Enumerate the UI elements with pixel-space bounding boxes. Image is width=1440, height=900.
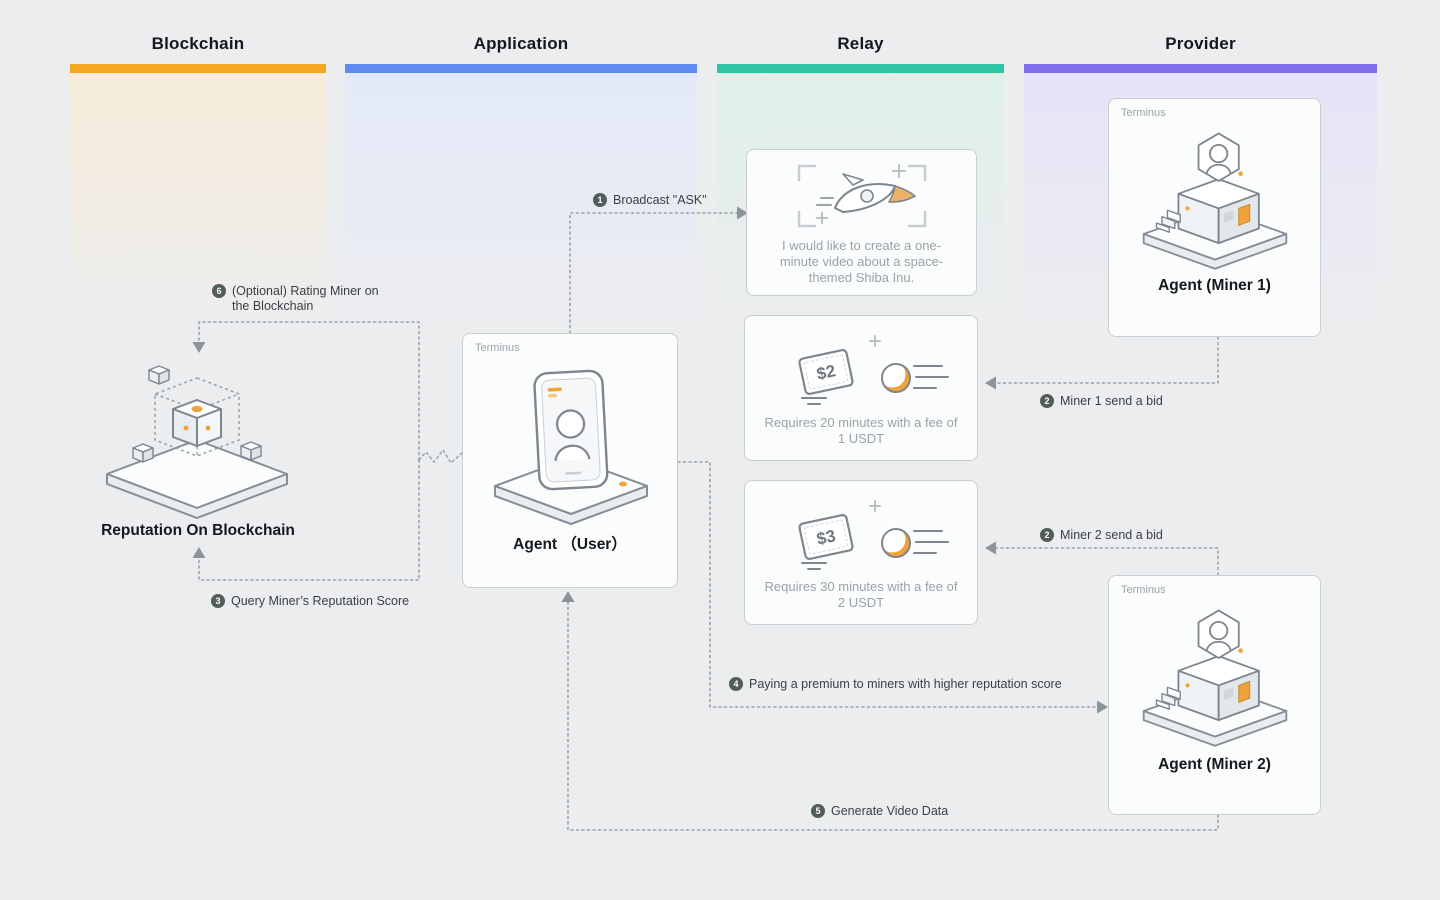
flow-label-query-reputation: 3 Query Miner’s Reputation Score bbox=[211, 594, 409, 609]
flow-text: Miner 2 send a bid bbox=[1060, 528, 1163, 542]
column-title-relay: Relay bbox=[837, 34, 884, 53]
column-bar-blockchain bbox=[70, 64, 326, 73]
flow-text: (Optional) Rating Miner on the Blockchai… bbox=[232, 284, 379, 313]
step-badge: 2 bbox=[1040, 528, 1054, 542]
miner-building-icon bbox=[1142, 609, 1288, 747]
step-badge: 4 bbox=[729, 677, 743, 691]
bid-2-price: $3 bbox=[815, 526, 837, 549]
flow-label-generate-video: 5 Generate Video Data bbox=[811, 804, 948, 819]
arrowhead-query-reputation bbox=[192, 547, 206, 558]
flow-label-broadcast-ask: 1 Broadcast "ASK" bbox=[593, 193, 707, 208]
step-badge: 1 bbox=[593, 193, 607, 207]
flow-label-miner2-bid: 2 Miner 2 send a bid bbox=[1040, 528, 1163, 543]
column-title-blockchain: Blockchain bbox=[151, 34, 245, 53]
flow-text: Generate Video Data bbox=[831, 804, 949, 818]
bid-1-price: $2 bbox=[815, 361, 837, 384]
miner-building-icon bbox=[1142, 132, 1288, 270]
bid-card-2: $3 Requires 30 minutes with a fee of 2 U… bbox=[744, 480, 978, 625]
price-card-icon: $2 bbox=[798, 335, 949, 405]
rocket-icon bbox=[797, 164, 927, 228]
column-title-application: Application bbox=[473, 34, 569, 53]
arrowhead-generate-video bbox=[561, 591, 575, 602]
bid-card-1: $2 Requires 20 minutes with a fee of 1 U… bbox=[744, 315, 978, 461]
connector-miner2-bid bbox=[995, 547, 1219, 576]
terminus-badge: Terminus bbox=[475, 342, 520, 354]
arrowhead-miner2-bid bbox=[985, 541, 996, 555]
flow-text: Paying a premium to miners with higher r… bbox=[749, 677, 1062, 691]
column-bar-relay bbox=[717, 64, 1004, 73]
miner-2-label: Agent (Miner 2) bbox=[1158, 756, 1271, 773]
bid-2-text: Requires 30 minutes with a fee of 2 USDT bbox=[764, 579, 958, 610]
step-badge: 6 bbox=[212, 284, 226, 298]
step-badge: 3 bbox=[211, 594, 225, 608]
flow-label-pay-premium: 4 Paying a premium to miners with higher… bbox=[729, 677, 1062, 692]
flow-label-rating-miner: 6 (Optional) Rating Miner on the Blockch… bbox=[212, 284, 388, 314]
terminus-badge: Terminus bbox=[1121, 584, 1166, 596]
bid-1-text: Requires 20 minutes with a fee of 1 USDT bbox=[764, 415, 958, 446]
arrowhead-miner1-bid bbox=[985, 376, 996, 390]
terminus-badge: Terminus bbox=[1121, 107, 1166, 119]
flow-label-miner1-bid: 2 Miner 1 send a bid bbox=[1040, 394, 1163, 409]
flow-text: Broadcast "ASK" bbox=[613, 193, 707, 207]
arrowhead-pay-premium bbox=[1097, 700, 1108, 714]
agent-user-illustration bbox=[494, 369, 648, 525]
reputation-label: Reputation On Blockchain bbox=[101, 522, 295, 539]
flow-text: Query Miner’s Reputation Score bbox=[231, 594, 410, 608]
ask-card: I would like to create a one-minute vide… bbox=[746, 149, 977, 296]
connector-miner1-bid bbox=[995, 336, 1219, 384]
column-bar-application bbox=[345, 64, 697, 73]
flow-text: Miner 1 send a bid bbox=[1060, 394, 1163, 408]
reputation-blockchain-illustration bbox=[106, 365, 288, 519]
agent-user-label: Agent （User） bbox=[513, 536, 627, 553]
step-badge: 5 bbox=[811, 804, 825, 818]
satellite-cube bbox=[240, 441, 262, 461]
connector-reputation-link bbox=[418, 448, 463, 465]
ask-text: I would like to create a one-minute vide… bbox=[779, 238, 944, 285]
miner-2-card: Terminus Agent (Miner 2) bbox=[1108, 575, 1321, 815]
column-title-provider: Provider bbox=[1165, 34, 1236, 53]
step-badge: 2 bbox=[1040, 394, 1054, 408]
satellite-cube bbox=[148, 365, 170, 385]
satellite-cube bbox=[132, 443, 154, 463]
price-card-icon: $3 bbox=[798, 500, 949, 570]
miner-1-label: Agent (Miner 1) bbox=[1158, 277, 1271, 294]
agent-user-card: Terminus Agent （User） bbox=[462, 333, 678, 588]
column-bar-provider bbox=[1024, 64, 1377, 73]
miner-1-card: Terminus Agent (Miner 1) bbox=[1108, 98, 1321, 337]
column-tint-blockchain bbox=[70, 73, 326, 331]
